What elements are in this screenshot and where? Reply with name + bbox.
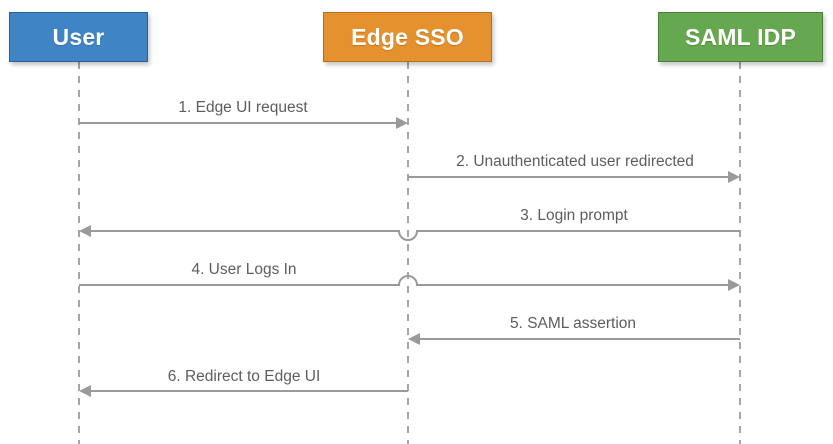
- message-shaft-3: [91, 230, 740, 241]
- message-arrowhead-6: [79, 385, 91, 397]
- message-arrowhead-2: [728, 171, 740, 183]
- participant-box-edge-sso[interactable]: Edge SSO: [323, 12, 492, 62]
- message-arrowhead-5: [408, 333, 420, 345]
- message-label-2: 2. Unauthenticated user redirected: [456, 153, 694, 170]
- participant-label-saml-idp: SAML IDP: [684, 23, 797, 50]
- participant-box-saml-idp[interactable]: SAML IDP: [658, 12, 823, 62]
- participant-label-edge-sso: Edge SSO: [351, 23, 464, 50]
- message-arrow-4: [79, 275, 740, 291]
- lifelines-group: [78, 62, 741, 444]
- message-label-5: 5. SAML assertion: [509, 315, 637, 332]
- message-arrow-6: [79, 385, 408, 397]
- message-arrowhead-1: [396, 117, 408, 129]
- message-arrowhead-4: [728, 279, 740, 291]
- message-label-1: 1. Edge UI request: [178, 99, 308, 116]
- message-shaft-4: [79, 275, 728, 286]
- message-arrow-3: [79, 225, 740, 241]
- message-arrow-5: [408, 333, 740, 345]
- message-label-3: 3. Login prompt: [520, 207, 628, 224]
- message-label-6: 6. Redirect to Edge UI: [167, 368, 321, 385]
- participant-label-user: User: [52, 23, 105, 50]
- participant-box-user[interactable]: User: [9, 12, 148, 62]
- message-arrow-1: [79, 117, 408, 129]
- message-label-4: 4. User Logs In: [191, 261, 297, 278]
- messages-group: [79, 117, 740, 397]
- message-arrow-2: [408, 171, 740, 183]
- message-arrowhead-3: [79, 225, 91, 237]
